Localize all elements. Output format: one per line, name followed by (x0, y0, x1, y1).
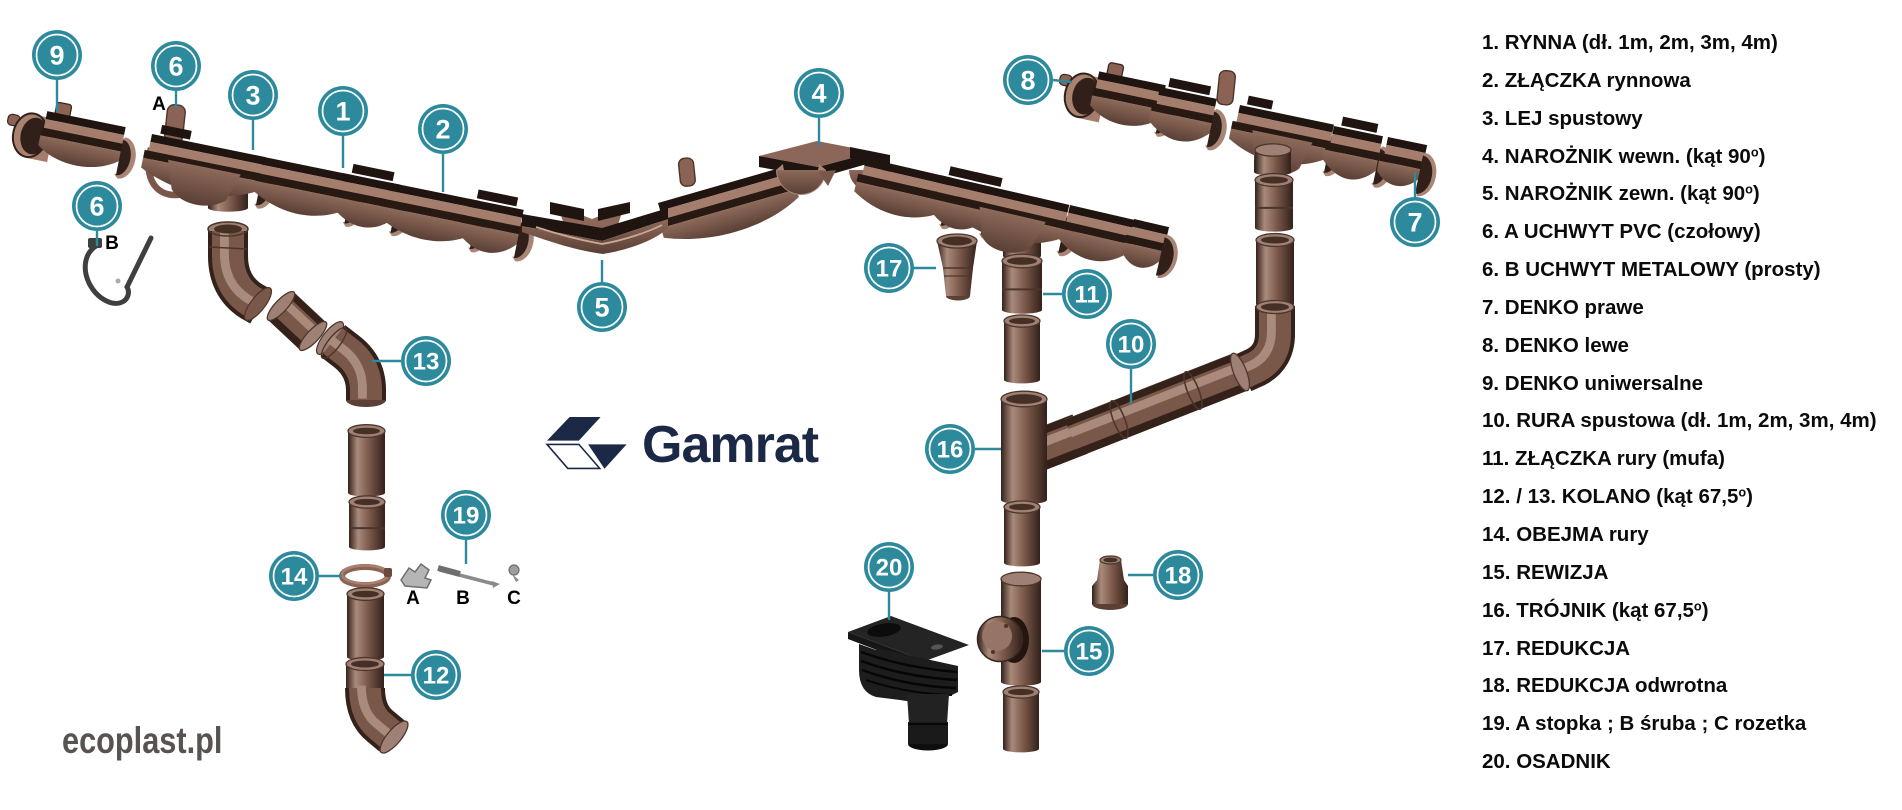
svg-text:8: 8 (1020, 66, 1035, 96)
svg-text:16: 16 (937, 437, 964, 464)
svg-text:4: 4 (811, 79, 826, 109)
svg-text:C: C (507, 588, 521, 609)
svg-text:11: 11 (1074, 282, 1099, 309)
svg-text:15: 15 (1076, 639, 1103, 666)
svg-text:7: 7 (1407, 208, 1422, 238)
svg-text:5: 5 (594, 293, 609, 323)
svg-text:B: B (105, 233, 119, 254)
svg-text:A: A (152, 94, 166, 115)
svg-text:18: 18 (1165, 563, 1192, 590)
svg-text:9: 9 (49, 41, 64, 71)
svg-text:12: 12 (423, 663, 450, 690)
svg-text:Gamrat: Gamrat (642, 416, 819, 474)
svg-text:3: 3 (245, 81, 260, 111)
svg-text:19: 19 (453, 503, 480, 530)
svg-text:10: 10 (1118, 332, 1145, 359)
svg-text:1: 1 (335, 97, 350, 127)
svg-text:14: 14 (281, 564, 308, 591)
svg-text:20: 20 (876, 555, 903, 582)
svg-text:13: 13 (413, 349, 440, 376)
svg-text:A: A (406, 588, 420, 609)
svg-text:17: 17 (876, 256, 903, 283)
svg-text:6: 6 (89, 192, 104, 222)
svg-text:B: B (456, 588, 470, 609)
svg-text:6: 6 (168, 52, 183, 82)
svg-text:2: 2 (435, 115, 450, 145)
